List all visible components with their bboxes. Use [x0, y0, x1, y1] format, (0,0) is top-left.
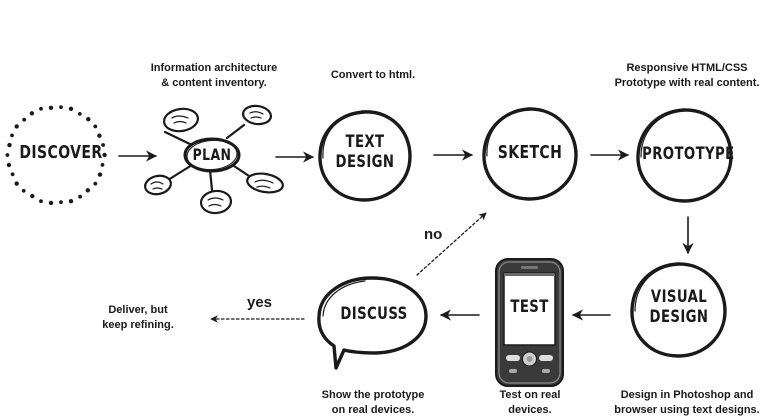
prototype-caption: Responsive HTML/CSS Prototype with real … — [610, 61, 764, 91]
prototype-node — [636, 108, 733, 203]
visual-design-label: VISUAL DESIGN — [647, 287, 711, 327]
plan-node — [144, 104, 284, 215]
discover-dot — [21, 188, 26, 193]
plan-caption-line1: Information architecture — [150, 62, 278, 74]
text-design-label-line1: TEXT — [345, 132, 385, 152]
discover-dot — [5, 153, 10, 157]
plan-label: PLAN — [192, 145, 232, 164]
discover-dot — [39, 199, 43, 204]
discover-dot — [30, 193, 35, 199]
discover-dot — [100, 163, 105, 167]
discover-dot — [59, 200, 63, 205]
yes-label: yes — [247, 294, 273, 311]
discover-dot — [85, 188, 91, 193]
discover-dot — [29, 111, 35, 116]
discover-dot — [10, 133, 14, 138]
text-design-label-line2: DESIGN — [335, 151, 395, 172]
test-label: TEST — [510, 297, 549, 317]
discover-dot — [48, 105, 54, 111]
discover-dot — [48, 200, 54, 206]
discuss-caption-line1: Show the prototype — [321, 389, 425, 401]
arrow-discuss-sketch-dotted — [416, 212, 487, 276]
discover-dot — [14, 181, 19, 186]
discover-dot — [10, 172, 15, 177]
discover-dot — [78, 194, 82, 199]
sketch-label: SKETCH — [497, 142, 563, 163]
discover-dot — [77, 112, 82, 116]
test-caption: Test on real devices. — [482, 388, 578, 418]
visual-design-node — [630, 262, 727, 358]
prototype-caption-line1: Responsive HTML/CSS — [626, 62, 748, 74]
no-label: no — [424, 226, 443, 243]
prototype-caption-line2: Prototype with real content. — [614, 76, 760, 89]
deliver-caption: Deliver, but keep refining. — [86, 303, 190, 333]
discover-dot — [102, 152, 107, 158]
prototype-label: PROTOTYPE — [642, 144, 735, 164]
discuss-caption: Show the prototype on real devices. — [310, 388, 436, 418]
discover-dot — [68, 106, 74, 112]
deliver-caption-line2: keep refining. — [102, 318, 174, 331]
discover-dot — [97, 172, 103, 177]
test-caption-line2: devices. — [508, 403, 552, 416]
plan-caption: Information architecture & content inven… — [138, 61, 290, 91]
discover-label: DISCOVER — [19, 142, 103, 163]
discover-dot — [93, 181, 98, 186]
discuss-caption-line2: on real devices. — [331, 403, 415, 416]
test-phone-node — [495, 258, 564, 387]
discover-dot — [14, 124, 19, 129]
visual-design-label-line2: DESIGN — [649, 306, 709, 327]
discuss-node — [317, 276, 428, 370]
discover-node — [5, 105, 107, 206]
discover-dot — [6, 162, 12, 168]
discover-dot — [68, 199, 74, 204]
sketch-node — [482, 107, 578, 201]
discover-dot — [101, 143, 105, 147]
visual-design-caption-line2: browser using text designs. — [614, 403, 760, 416]
discover-dot — [22, 117, 27, 122]
test-caption-line1: Test on real — [499, 389, 561, 401]
discover-dot — [97, 133, 102, 138]
text-design-label: TEXT DESIGN — [334, 132, 396, 172]
discover-dot — [39, 106, 43, 111]
discover-dot — [59, 105, 63, 109]
deliver-caption-line1: Deliver, but — [108, 304, 168, 316]
visual-design-label-line1: VISUAL — [650, 287, 708, 307]
text-design-caption-line1: Convert to html. — [330, 69, 416, 81]
discover-dot — [93, 124, 98, 129]
discover-dot — [86, 117, 91, 122]
discuss-label: DISCUSS — [340, 304, 408, 324]
visual-design-caption-line1: Design in Photoshop and — [620, 389, 754, 401]
text-design-node — [318, 110, 412, 202]
discover-dot — [7, 142, 12, 148]
visual-design-caption: Design in Photoshop and browser using te… — [610, 388, 764, 418]
text-design-caption: Convert to html. — [310, 68, 436, 83]
plan-caption-line2: & content inventory. — [161, 76, 267, 89]
